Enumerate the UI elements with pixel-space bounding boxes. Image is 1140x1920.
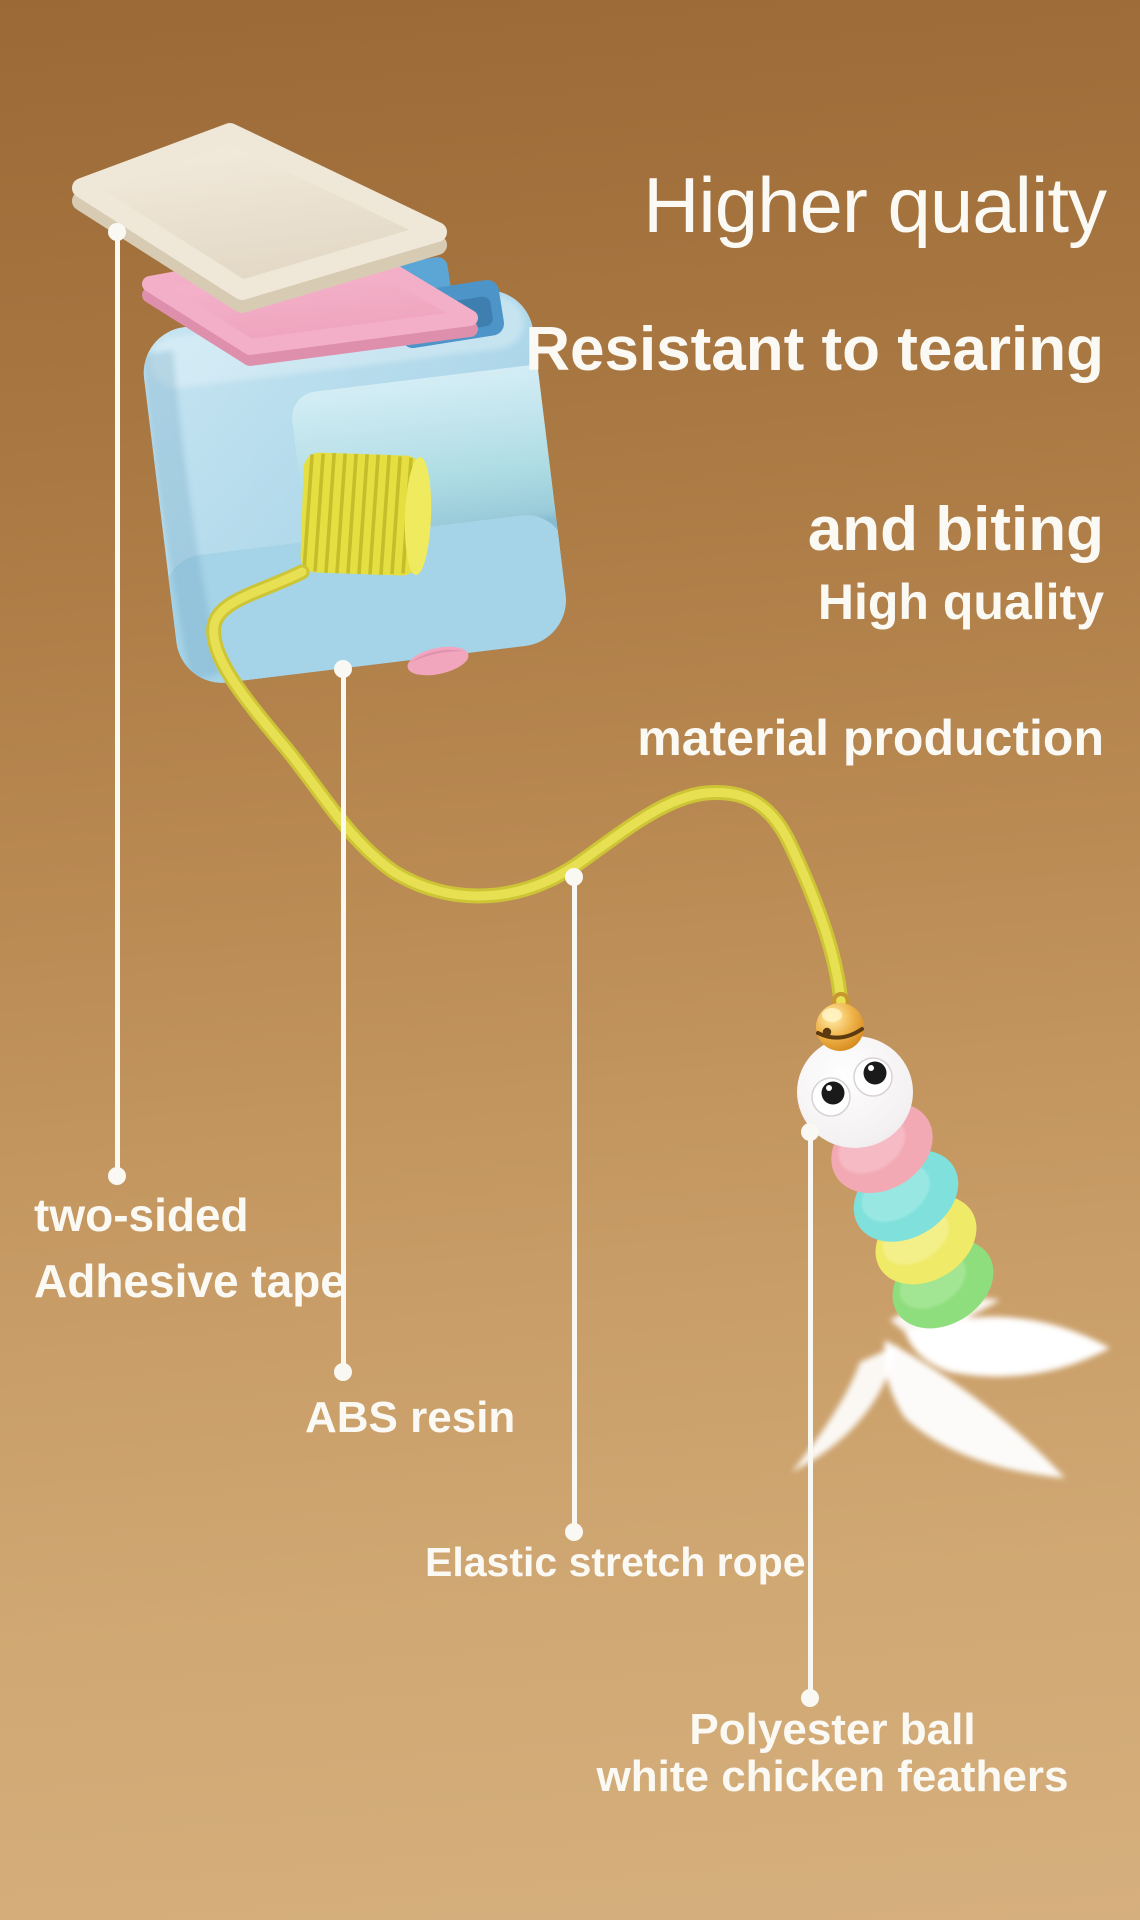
- callout-line: [114, 232, 120, 1176]
- tagline: High quality material production: [582, 568, 1104, 772]
- tagline-line-1: High quality: [817, 574, 1104, 630]
- subtitle-line-1: Resistant to tearing: [525, 315, 1104, 384]
- label-line-2: Adhesive tape: [34, 1255, 346, 1307]
- googly-eye-right: [853, 1057, 893, 1097]
- callout-dot: [565, 1523, 583, 1541]
- page-title: Higher quality: [643, 161, 1107, 249]
- callout-line: [807, 1132, 813, 1698]
- callout-dot: [108, 1167, 126, 1185]
- callout-dot: [801, 1689, 819, 1707]
- elastic-coil: [300, 452, 432, 576]
- label-line-2: white chicken feathers: [596, 1752, 1069, 1801]
- googly-eye-left: [811, 1077, 851, 1117]
- callout-line: [340, 669, 346, 1372]
- reel-housing: [141, 290, 572, 689]
- subtitle-line-2: and biting: [807, 495, 1104, 564]
- callout-label-elastic-rope: Elastic stretch rope: [425, 1539, 806, 1585]
- callout-label-adhesive-tape: two-sided Adhesive tape: [34, 1182, 346, 1314]
- callout-dot: [334, 1363, 352, 1381]
- bell: [816, 992, 864, 1051]
- adhesive-plate: [72, 123, 447, 313]
- callout-label-abs-resin: ABS resin: [305, 1393, 516, 1442]
- callout-label-polyester-ball: Polyester ball white chicken feathers: [560, 1706, 1105, 1800]
- callout-line: [571, 877, 577, 1532]
- release-button: [407, 646, 469, 676]
- subtitle: Resistant to tearing and biting: [525, 305, 1104, 575]
- tagline-line-2: material production: [637, 710, 1104, 766]
- label-line-1: two-sided: [34, 1189, 249, 1241]
- caterpillar-head: [797, 1036, 913, 1148]
- label-line-1: Polyester ball: [689, 1705, 976, 1754]
- feathers: [792, 1297, 1110, 1478]
